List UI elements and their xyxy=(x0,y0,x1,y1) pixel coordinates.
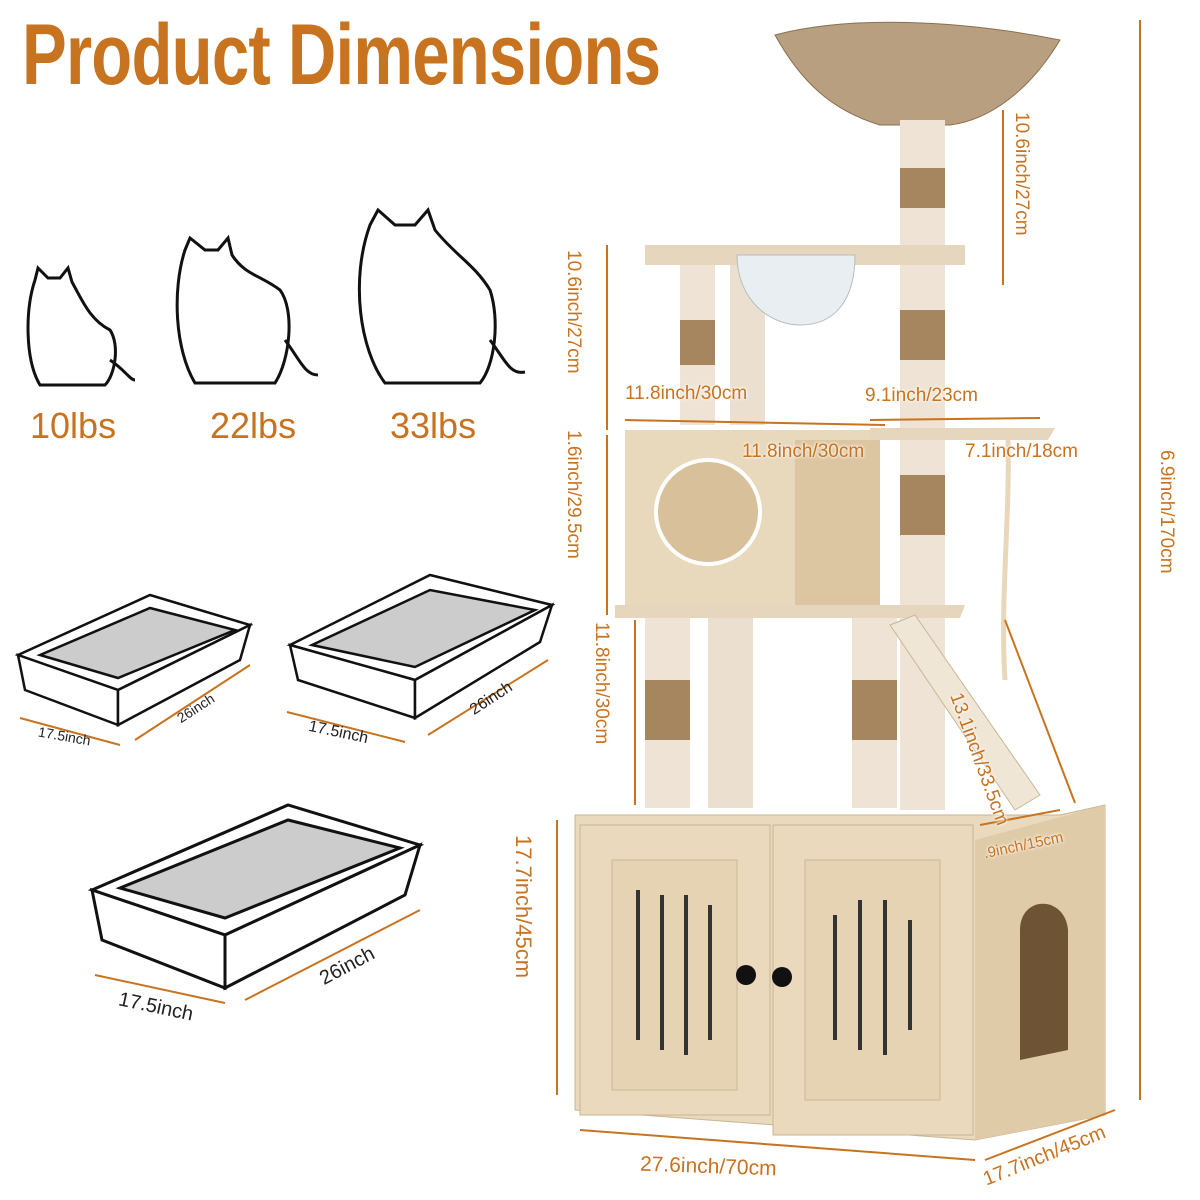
cat-small-icon xyxy=(26,264,136,387)
dim-total-height: 6.9inch/170cm xyxy=(1156,450,1177,574)
dim-condo-width: 11.8inch/30cm xyxy=(625,383,748,404)
cat-weight-label: 22lbs xyxy=(210,405,297,446)
dim-cabinet-height: 17.7inch/45cm xyxy=(511,835,536,979)
litter-box-3 xyxy=(87,803,425,991)
dim-upper-level-height: 10.6inch/27cm xyxy=(563,250,584,374)
cat-medium-icon xyxy=(175,234,319,385)
dim-cabinet-width: 27.6inch/70cm xyxy=(639,1152,777,1181)
dim-top-post-height: 10.6inch/27cm xyxy=(1011,112,1032,236)
dim-lower-post-height: 11.8inch/30cm xyxy=(591,622,612,745)
cat-tree-illustration xyxy=(574,21,1106,1141)
cat-weight-label: 10lbs xyxy=(30,405,117,446)
page-title: Product Dimensions xyxy=(22,7,661,103)
dim-condo-depth: 11.8inch/30cm xyxy=(742,441,865,462)
dim-condo-level-height: 1.6inch/29.5cm xyxy=(563,430,584,559)
litter-box-2 xyxy=(286,573,556,721)
cat-weight-label: 33lbs xyxy=(390,405,477,446)
dimension-lines xyxy=(19,20,1141,1161)
litter-box-1 xyxy=(14,593,254,728)
cat-large-icon xyxy=(357,207,526,385)
dim-right-platform-depth: 7.1inch/18cm xyxy=(965,441,1079,462)
dim-right-platform-width: 9.1inch/23cm xyxy=(865,385,979,406)
